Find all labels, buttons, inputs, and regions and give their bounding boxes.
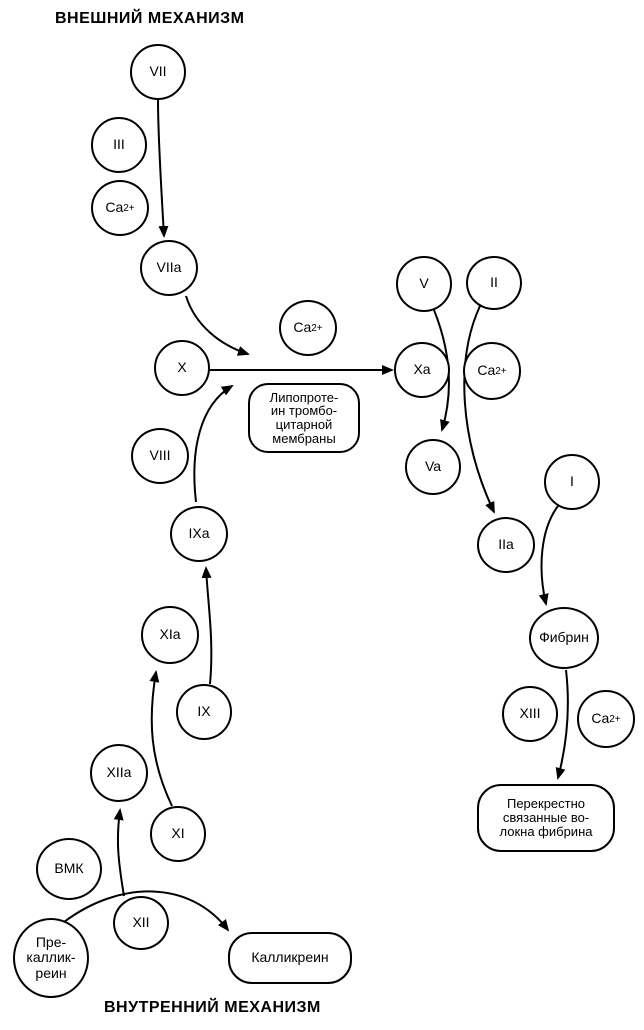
- factor-xi-node: XI: [150, 806, 206, 862]
- arrow-ix-to-ixa: [201, 566, 213, 685]
- calcium-label: Ca: [591, 710, 610, 727]
- factor-xia-node: XIa: [141, 606, 199, 664]
- factor-ii-node: II: [466, 256, 522, 310]
- factor-i-node: I: [544, 454, 600, 510]
- calcium-label: Ca: [293, 319, 312, 336]
- factor-viia-node: VIIa: [140, 240, 198, 296]
- factor-xii-node: XII: [113, 896, 169, 950]
- factor-iii-node: III: [91, 117, 147, 173]
- arrow-prekallikrein-to-kallikrein: [63, 890, 230, 932]
- kallikrein-node: Калликреин: [228, 932, 352, 984]
- factor-viii-node: VIII: [131, 428, 189, 484]
- calcium-charge: 2+: [495, 365, 507, 377]
- bmk-node: ВМК: [36, 838, 102, 900]
- arrow-i-to-fibrin: [538, 505, 559, 606]
- factor-va-node: Va: [405, 439, 461, 495]
- factor-xa-node: Xa: [394, 342, 450, 398]
- calcium-charge: 2+: [123, 202, 135, 214]
- factor-ixa-node: IXa: [170, 506, 228, 562]
- arrow-viia-to-reaction: [185, 295, 250, 356]
- factor-x-node: X: [154, 340, 210, 396]
- factor-xiia-node: XIIa: [90, 744, 148, 802]
- calcium-charge: 2+: [311, 322, 323, 334]
- arrow-xi-to-xia: [149, 670, 173, 807]
- prekallikrein-node: Пре- каллик- реин: [13, 918, 89, 998]
- calcium-label: Ca: [477, 362, 496, 379]
- external-mechanism-heading: ВНЕШНИЙ МЕХАНИЗМ: [55, 10, 245, 27]
- calcium-label: Ca: [105, 199, 124, 216]
- calcium-charge: 2+: [609, 713, 621, 725]
- arrow-xii-to-xiia: [113, 808, 125, 897]
- internal-mechanism-heading: ВНУТРЕННИЙ МЕХАНИЗМ: [104, 999, 321, 1016]
- lipoprotein-membrane-node: Липопроте- ин тромбо- цитарной мембраны: [248, 383, 360, 453]
- arrow-ii-to-iia: [463, 305, 495, 514]
- arrow-vii-to-viia: [157, 99, 169, 238]
- fibrin-node: Фибрин: [529, 607, 599, 669]
- factor-vii-node: VII: [130, 44, 186, 100]
- factor-iia-node: IIa: [477, 517, 535, 573]
- crosslinked-fibrin-node: Перекрестно связанные во- локна фибрина: [477, 784, 615, 852]
- factor-v-node: V: [396, 256, 452, 312]
- factor-xiii-node: XIII: [502, 686, 558, 742]
- arrow-fibrin-to-crosslinked: [555, 669, 569, 780]
- factor-ix-node: IX: [176, 684, 232, 740]
- arrow-ixa-to-reaction: [193, 384, 234, 503]
